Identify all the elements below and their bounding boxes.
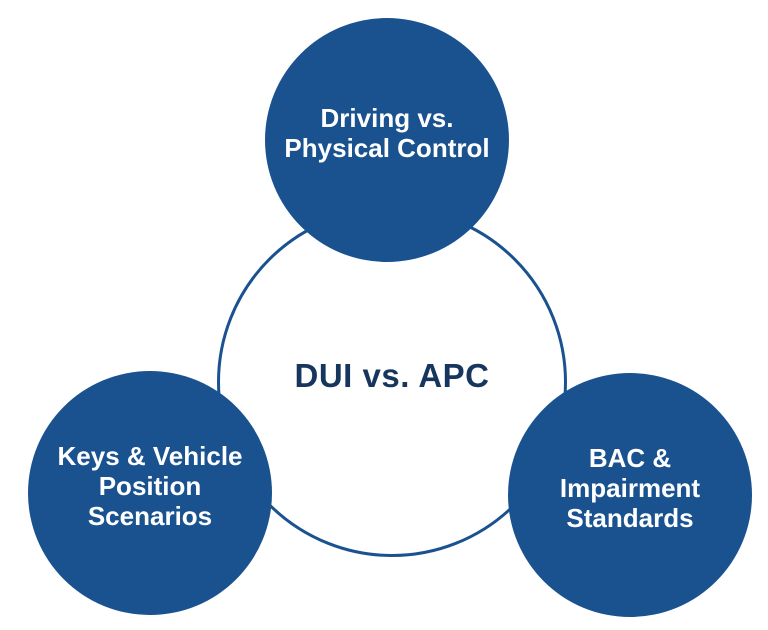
node-driving-vs-physical-control: Driving vs. Physical Control bbox=[265, 18, 509, 262]
node-label-line: Impairment bbox=[559, 472, 701, 503]
node-label: Driving vs. Physical Control bbox=[284, 103, 489, 163]
center-ring: DUI vs. APC bbox=[217, 207, 567, 557]
node-label: BAC & Impairment Standards bbox=[560, 443, 700, 533]
node-label-line: Driving vs. bbox=[320, 102, 454, 133]
node-label-line: Physical Control bbox=[284, 133, 490, 163]
node-label-line: Standards bbox=[566, 503, 694, 534]
center-label: DUI vs. APC bbox=[294, 357, 490, 394]
node-bac-impairment-standards: BAC & Impairment Standards bbox=[508, 373, 752, 617]
node-label-line: Scenarios bbox=[87, 501, 213, 532]
node-keys-vehicle-position-scenarios: Keys & Vehicle Position Scenarios bbox=[28, 371, 272, 615]
node-label-line: Position bbox=[98, 470, 202, 501]
node-label: Keys & Vehicle Position Scenarios bbox=[58, 441, 243, 531]
node-label-line: BAC & bbox=[588, 442, 672, 473]
node-label-line: Keys & Vehicle bbox=[57, 440, 243, 471]
